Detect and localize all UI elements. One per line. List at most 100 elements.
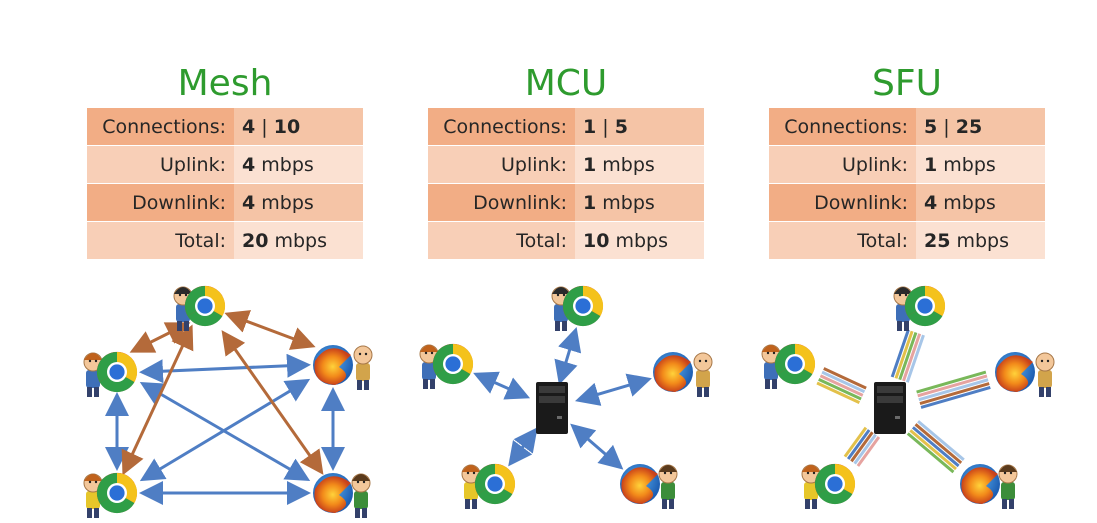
connection-arrow — [846, 429, 871, 460]
value-unit: mbps — [937, 153, 996, 176]
connection-arrow — [224, 310, 316, 350]
value-unit: mbps — [596, 191, 655, 214]
connection-arrow — [898, 331, 918, 381]
connection-arrow — [575, 373, 652, 406]
value-primary: 1 — [924, 153, 938, 176]
downlink-label: Downlink: — [428, 183, 575, 222]
connection-arrow — [508, 427, 538, 467]
sfu-node-left-chrome-icon — [774, 343, 816, 385]
mcu-node-right-person — [693, 352, 713, 397]
connection-arrow — [917, 374, 988, 398]
sfu-server-icon — [874, 382, 906, 434]
stats-row-connections: Connections: 5 | 25 — [769, 108, 1045, 146]
connection-arrow — [816, 381, 861, 405]
connections-label: Connections: — [87, 108, 234, 146]
mesh-node-top-chrome-icon — [184, 285, 226, 327]
connection-arrow — [919, 382, 990, 405]
sfu-node-top-person — [893, 286, 913, 331]
downlink-value: 1 mbps — [575, 183, 704, 222]
mesh-panel: Mesh Connections: 4 | 10 Uplink: 4 mbps … — [87, 0, 363, 523]
mcu-node-top-chrome-icon — [562, 285, 604, 327]
sfu-node-right-firefox-icon — [995, 352, 1035, 392]
value-primary: 4 — [924, 191, 938, 214]
connection-arrow — [850, 431, 874, 463]
connection-arrow — [570, 423, 624, 470]
connection-arrow — [473, 371, 531, 400]
mcu-node-bottom-left-chrome-icon — [474, 463, 516, 505]
uplink-label: Uplink: — [87, 145, 234, 184]
browser-nodes — [83, 285, 1055, 518]
stats-row-downlink: Downlink: 1 mbps — [428, 183, 704, 222]
value-primary: 4 — [242, 191, 256, 214]
mcu-node-left-person — [419, 344, 439, 389]
uplink-label: Uplink: — [769, 145, 916, 184]
connection-arrow — [916, 370, 987, 394]
mcu-node-bottom-right-firefox-icon — [620, 464, 660, 504]
sfu-node-bottom-left-person — [801, 464, 821, 509]
connection-arrow — [853, 433, 877, 465]
connection-arrow — [911, 426, 960, 468]
stats-row-total: Total: 20 mbps — [87, 221, 363, 260]
sfu-node-left-person — [761, 344, 781, 389]
sfu-node-bottom-right-firefox-icon — [960, 464, 1000, 504]
connection-arrow — [554, 327, 582, 386]
connection-arrow — [917, 420, 965, 461]
uplink-value: 4 mbps — [234, 145, 363, 184]
connections-value: 5 | 25 — [916, 108, 1045, 146]
sfu-node-right-person — [1035, 352, 1055, 397]
stats-row-total: Total: 10 mbps — [428, 221, 704, 260]
value-primary: 1 — [583, 115, 597, 138]
connection-arrow — [920, 385, 991, 409]
uplink-value: 1 mbps — [575, 145, 704, 184]
connection-arrow — [818, 378, 862, 401]
uplink-label: Uplink: — [428, 145, 575, 184]
connection-arrows — [105, 310, 991, 505]
value-primary: 25 — [924, 229, 951, 252]
stats-row-uplink: Uplink: 1 mbps — [769, 145, 1045, 184]
mesh-node-bottom-left-person — [83, 473, 103, 518]
value-unit: mbps — [255, 191, 314, 214]
mesh-node-right-firefox-icon — [313, 345, 353, 385]
mesh-node-right-person — [353, 345, 373, 390]
connection-arrow — [902, 333, 922, 382]
connection-arrow — [139, 353, 311, 384]
value-unit: mbps — [937, 191, 996, 214]
connection-arrow — [918, 378, 989, 402]
mesh-node-bottom-left-chrome-icon — [96, 472, 138, 514]
value-primary: 1 — [583, 191, 597, 214]
value-secondary: 10 — [273, 115, 301, 138]
stats-row-uplink: Uplink: 4 mbps — [87, 145, 363, 184]
downlink-value: 4 mbps — [234, 183, 363, 222]
mcu-node-bottom-right-person — [658, 464, 678, 509]
connection-arrow — [821, 370, 866, 394]
value-unit: mbps — [255, 153, 314, 176]
mcu-panel: MCU Connections: 1 | 5 Uplink: 1 mbps Do… — [428, 0, 704, 523]
stats-row-uplink: Uplink: 1 mbps — [428, 145, 704, 184]
sfu-node-bottom-right-person — [998, 464, 1018, 509]
stats-row-total: Total: 25 mbps — [769, 221, 1045, 260]
value-primary: 20 — [242, 229, 269, 252]
value-secondary: 25 — [955, 115, 983, 138]
value-unit: mbps — [609, 229, 669, 252]
sfu-node-bottom-left-chrome-icon — [814, 463, 856, 505]
mesh-node-left-person — [83, 352, 103, 397]
value-separator: | — [596, 115, 615, 138]
value-primary: 10 — [583, 229, 610, 252]
connection-arrow — [909, 429, 957, 471]
value-unit: mbps — [596, 153, 655, 176]
total-label: Total: — [428, 221, 575, 260]
downlink-label: Downlink: — [87, 183, 234, 222]
mcu-stats-table: Connections: 1 | 5 Uplink: 1 mbps Downli… — [428, 108, 704, 260]
connections-label: Connections: — [428, 108, 575, 146]
connections-value: 1 | 5 — [575, 108, 704, 146]
total-value: 25 mbps — [916, 221, 1045, 260]
downlink-value: 4 mbps — [916, 183, 1045, 222]
total-label: Total: — [769, 221, 916, 260]
mcu-node-bottom-left-person — [461, 464, 481, 509]
connections-label: Connections: — [769, 108, 916, 146]
stats-row-downlink: Downlink: 4 mbps — [87, 183, 363, 222]
value-primary: 4 — [242, 115, 256, 138]
total-label: Total: — [87, 221, 234, 260]
connection-arrow — [856, 436, 881, 467]
